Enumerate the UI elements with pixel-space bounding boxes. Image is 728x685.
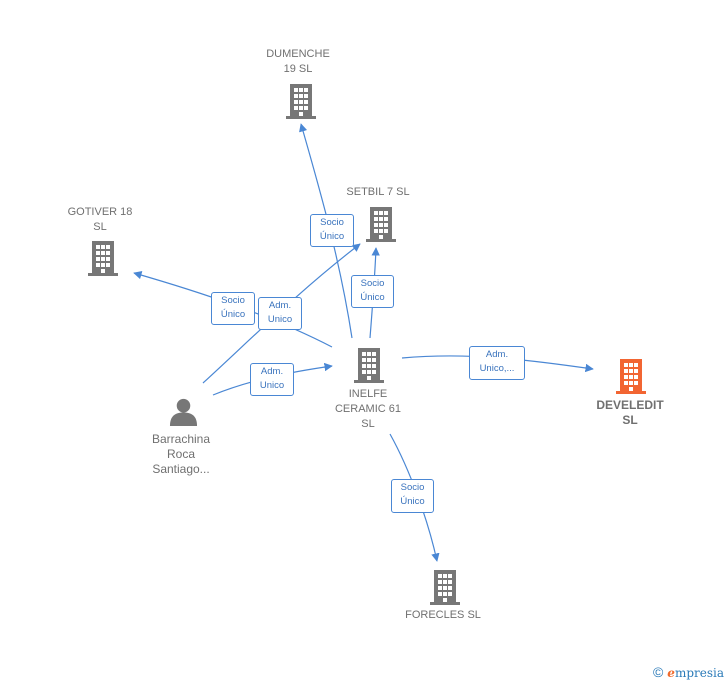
copyright-icon: © [652, 664, 664, 680]
node-label-inelfe[interactable]: INELFE CERAMIC 61 SL [334, 388, 402, 430]
building-icon[interactable] [616, 359, 646, 394]
edge-label-barrachina-inelfe[interactable]: Adm. Unico [250, 363, 294, 396]
edge-label-gotiver[interactable]: Socio Único [211, 292, 255, 325]
edge-label-develedit[interactable]: Adm. Unico,... [469, 346, 525, 380]
building-icon[interactable] [366, 207, 396, 242]
edge-label-barrachina-setbil[interactable]: Adm. Unico [258, 297, 302, 330]
edge-label-setbil[interactable]: Socio Único [351, 275, 394, 308]
brand-logo-text: mpresia [674, 666, 724, 680]
node-label-barrachina[interactable]: Barrachina Roca Santiago... [151, 432, 211, 476]
node-label-develedit[interactable]: DEVELEDIT SL [596, 398, 664, 427]
brand-footer: ©empresia [653, 664, 724, 680]
brand-logo-letter: e [667, 666, 675, 680]
node-label-dumenche[interactable]: DUMENCHE 19 SL [266, 48, 330, 75]
edge-label-forecles[interactable]: Socio Único [391, 479, 434, 513]
building-icon[interactable] [88, 241, 118, 276]
building-icon[interactable] [430, 570, 460, 605]
node-label-setbil[interactable]: SETBIL 7 SL [346, 186, 410, 198]
building-icon[interactable] [286, 84, 316, 119]
node-label-forecles[interactable]: FORECLES SL [405, 609, 481, 621]
person-icon[interactable] [169, 398, 198, 426]
building-icon[interactable] [354, 348, 384, 383]
node-label-gotiver[interactable]: GOTIVER 18 SL [67, 206, 133, 233]
edge-label-dumenche[interactable]: Socio Único [310, 214, 354, 247]
